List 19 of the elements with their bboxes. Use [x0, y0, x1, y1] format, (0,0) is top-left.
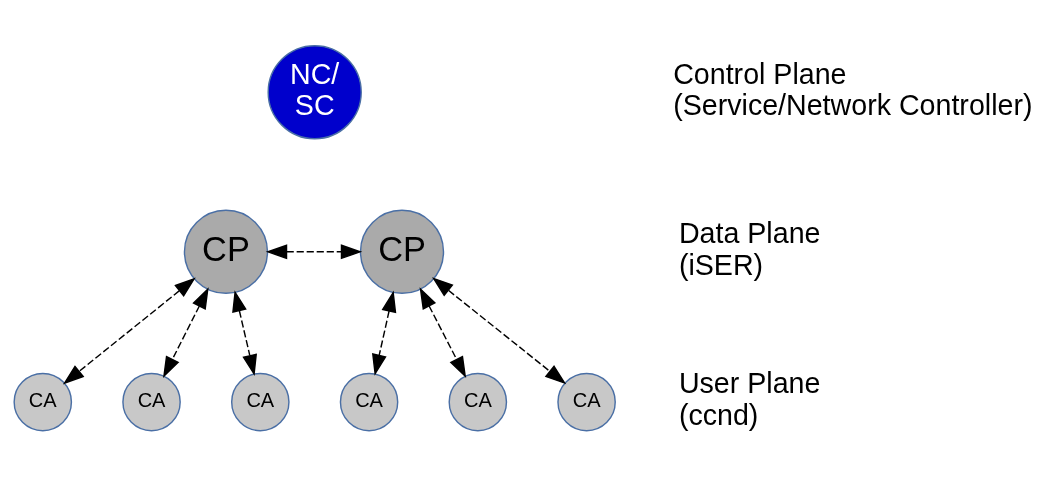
node-circle: CA [339, 372, 399, 431]
node-circle: NC/ SC [267, 44, 362, 139]
node-circle: CP [359, 209, 445, 294]
node-circle: CP [183, 209, 269, 294]
label: Control Plane (Service/Network Controller) [673, 57, 1033, 121]
node-circle: CA [230, 372, 290, 431]
arrow [232, 289, 257, 376]
arrow [372, 290, 397, 376]
label: Data Plane (iSER) [678, 216, 821, 281]
arrow [265, 243, 363, 259]
node-circle: CA [448, 372, 508, 431]
arrow [163, 286, 209, 378]
arrow [62, 277, 196, 384]
node-circle: CA [557, 372, 616, 431]
node-circle: CA [122, 372, 181, 431]
label: User Plane (ccnd) [678, 366, 821, 431]
arrow [432, 276, 567, 384]
arrow [419, 286, 467, 378]
node-circle: CA [13, 372, 73, 431]
